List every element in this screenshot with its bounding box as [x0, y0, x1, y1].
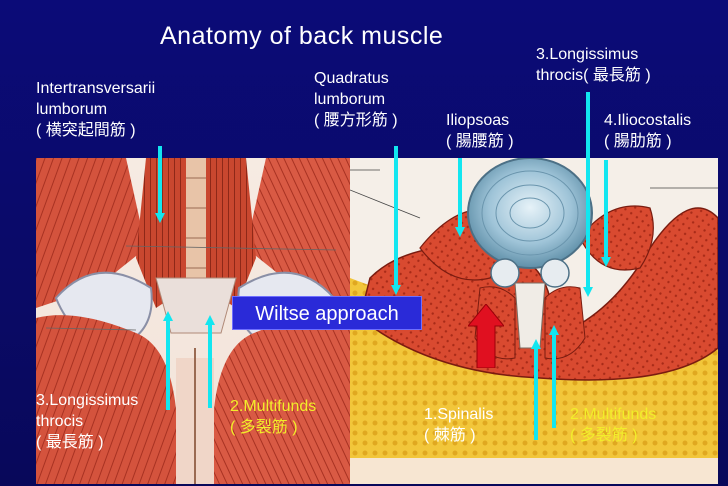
label-intertransversarii: Intertransversarii lumborum ( 横突起間筋 )	[36, 80, 156, 139]
label-multifunds-right: 2.Multifunds ( 多裂筋 )	[570, 406, 657, 444]
approach-arrow	[468, 304, 504, 368]
slide-title: Anatomy of back muscle	[160, 22, 444, 50]
label-longissimus-top: 3.Longissimus throcis( 最長筋 )	[536, 46, 651, 84]
label-quadratus-lumborum: Quadratus lumborum ( 腰方形筋 )	[314, 70, 398, 129]
label-longissimus-bottom: 3.Longissimus throcis ( 最長筋 )	[36, 392, 139, 451]
label-iliocostalis: 4.Iliocostalis ( 腸肋筋 )	[604, 112, 692, 150]
label-iliopsoas: Iliopsoas ( 腸腰筋 )	[446, 112, 514, 150]
label-multifunds-left: 2.Multifunds ( 多裂筋 )	[230, 398, 317, 436]
axial-cross-section-illustration	[350, 158, 718, 484]
wiltse-approach-label: Wiltse approach	[232, 296, 422, 330]
label-spinalis: 1.Spinalis ( 棘筋 )	[424, 406, 494, 444]
